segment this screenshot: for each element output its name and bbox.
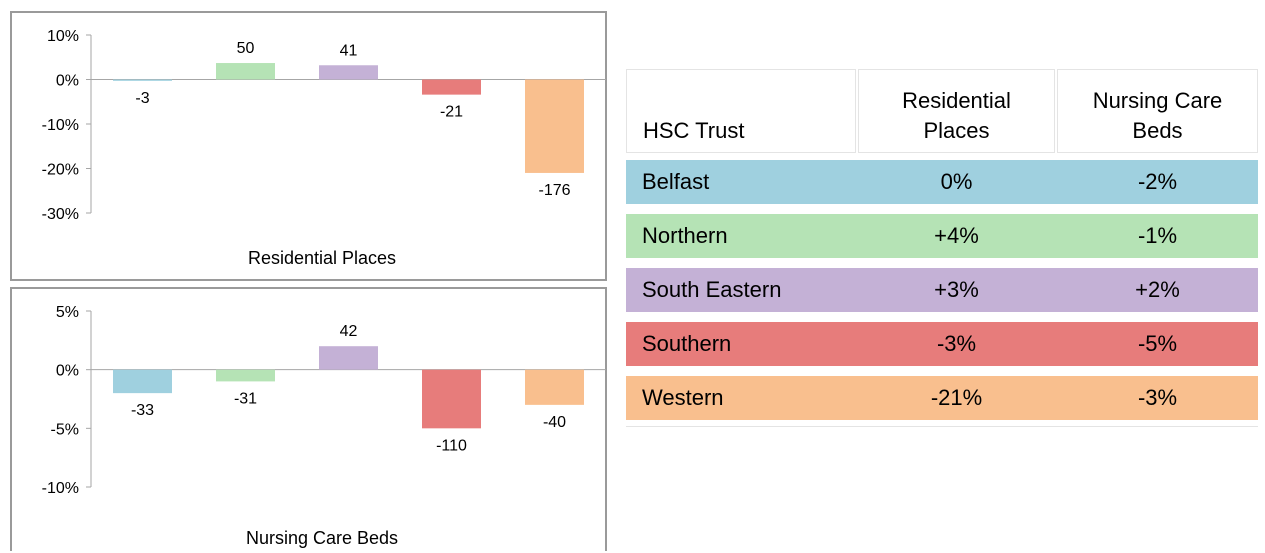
nursing-title: Nursing Care Beds [246,528,398,548]
table-row-northern: Northern +4% -1% [626,214,1258,258]
residential-title: Residential Places [248,248,396,268]
nursing-value: -1% [1137,223,1178,248]
residential-data-label: 50 [237,40,255,57]
trust-name: Southern [642,331,732,356]
table-header: HSC Trust Residential Places Nursing Car… [626,67,1258,155]
nursing-y-tick-label: 0% [56,363,79,380]
residential-y-tick-label: 10% [47,28,79,45]
nursing-bar [319,346,378,370]
residential-data-label: 41 [340,42,358,59]
residential-value: 0% [940,169,973,194]
residential-value: -21% [930,385,983,410]
nursing-bar [422,369,481,429]
table-row-southern: Southern -3% -5% [626,322,1258,366]
nursing-bar [216,369,275,382]
nursing-data-label: -31 [234,390,257,407]
residential-value: -3% [936,331,977,356]
table-row-south-eastern: South Eastern +3% +2% [626,268,1258,312]
residential-y-tick-label: 0% [56,73,79,90]
nursing-data-label: -33 [131,402,154,419]
header-nursing-care-beds-label: Nursing Care Beds [1092,88,1223,143]
residential-bar [525,79,584,173]
header-residential-places: Residential Places [858,69,1055,153]
residential-y-tick-label: -20% [42,162,79,179]
nursing-value: -5% [1137,331,1178,356]
residential-y-tick-label: -10% [42,117,79,134]
nursing-data-label: -110 [436,437,467,454]
table-row-western: Western -21% -3% [626,376,1258,420]
residential-data-label: -3 [135,90,149,107]
header-residential-places-label: Residential Places [902,88,1011,143]
nursing-bar [113,369,172,394]
residential-value: +3% [934,277,979,302]
nursing-value: -3% [1137,385,1178,410]
residential-y-tick-label: -30% [42,206,79,223]
nursing-y-tick-label: 5% [56,304,79,321]
trust-name: Belfast [642,169,710,194]
nursing-y-tick-label: -10% [42,480,79,497]
residential-places-chart-svg: 10% 0% -10% -20% -30% -3 50 41 -21 -176Residentia… [42,28,606,268]
nursing-data-label: 42 [340,323,358,340]
trust-name: Western [642,385,724,410]
nursing-value: -2% [1137,169,1178,194]
table-bottom-border [626,426,1258,427]
residential-bar [113,79,172,81]
trust-name: South Eastern [642,277,782,302]
residential-bar [422,79,481,95]
nursing-data-label: -40 [543,414,566,431]
trust-name: Northern [642,223,728,248]
residential-data-label: -21 [440,104,463,121]
nursing-bar [525,369,584,405]
header-hsc-trust: HSC Trust [626,69,856,153]
residential-data-label: -176 [538,182,570,199]
nursing-y-tick-label: -5% [51,421,79,438]
residential-bar [216,63,275,80]
nursing-value: +2% [1135,277,1180,302]
header-nursing-care-beds: Nursing Care Beds [1057,69,1258,153]
residential-bar [319,65,378,80]
table-row-belfast: Belfast 0% -2% [626,160,1258,204]
residential-value: +4% [934,223,979,248]
